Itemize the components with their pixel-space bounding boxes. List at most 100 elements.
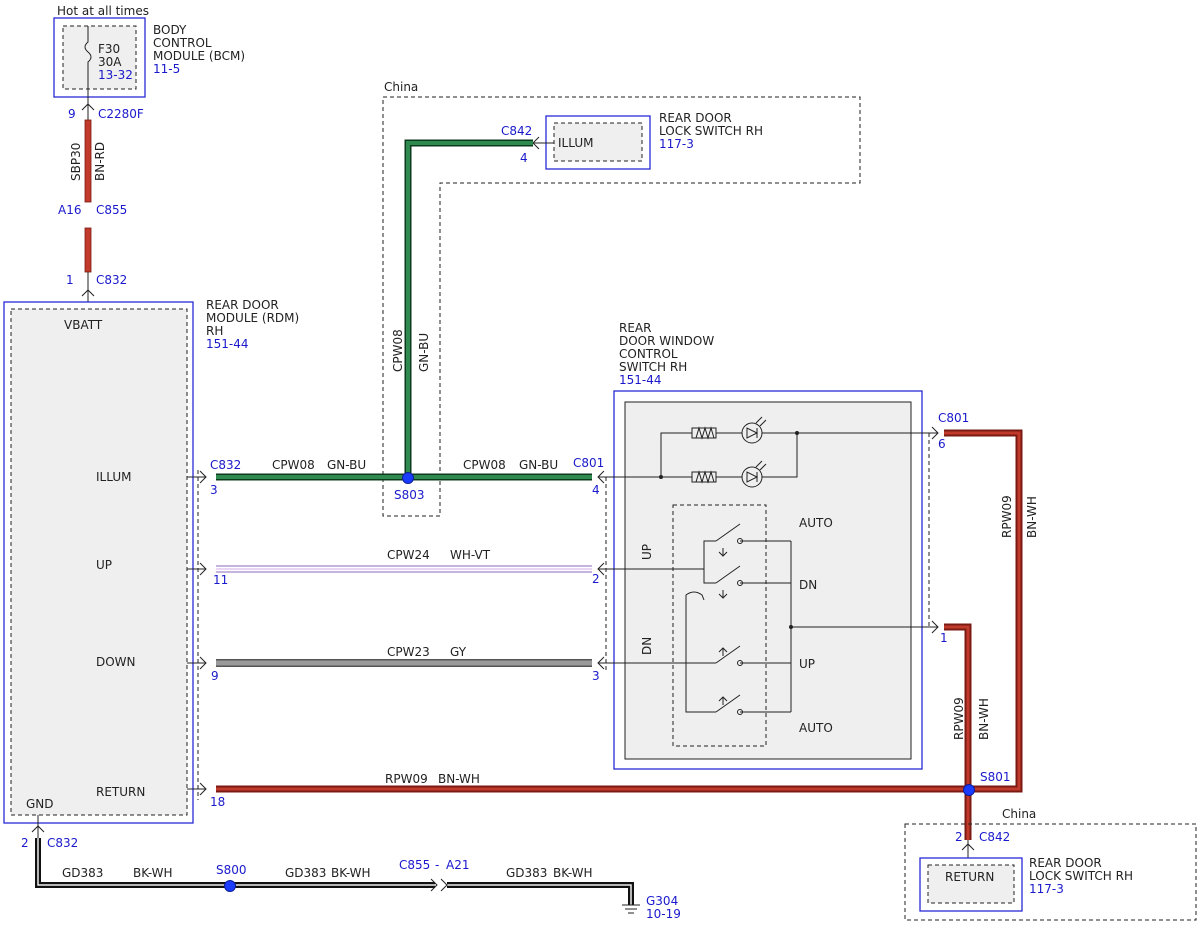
switch-up-right-label: UP bbox=[799, 657, 815, 671]
lock-switch-bottom-box bbox=[919, 857, 1023, 912]
illum-right-color: GN-BU bbox=[519, 458, 558, 472]
bcm-inner-box bbox=[62, 25, 137, 90]
rpw09-right-wire bbox=[944, 431, 1021, 791]
up-circuit: CPW24 bbox=[387, 548, 430, 562]
switch-auto-top-label: AUTO bbox=[799, 516, 833, 530]
power-wire-segment-1 bbox=[84, 119, 92, 203]
rdm-pin-down: DOWN bbox=[96, 655, 136, 669]
illum-left-pin: 3 bbox=[210, 483, 218, 497]
rdm-pin-vbatt: VBATT bbox=[64, 318, 103, 332]
lock-switch-top-ref: 117-3 bbox=[659, 137, 694, 151]
window-switch-contacts-box bbox=[672, 504, 767, 747]
resistor-2 bbox=[691, 470, 717, 484]
c832-vbatt-connector: C832 bbox=[96, 273, 127, 287]
lock-switch-bottom-ref: 117-3 bbox=[1029, 882, 1064, 896]
c801-down-arrow bbox=[597, 656, 613, 670]
rdm-inner-box bbox=[10, 308, 188, 816]
hot-at-all-times-label: Hot at all times bbox=[57, 4, 149, 18]
switch-dn-right-label: DN bbox=[799, 578, 817, 592]
lock-switch-top-pin-label: ILLUM bbox=[558, 136, 593, 150]
c801-up-arrow bbox=[597, 562, 613, 576]
rdm-pin-up: UP bbox=[96, 558, 112, 572]
c801-illum-pin: 4 bbox=[592, 483, 600, 497]
window-switch-name-2: DOOR WINDOW bbox=[619, 334, 714, 348]
window-switch-name-1: REAR bbox=[619, 321, 651, 335]
fuse-rating: 30A bbox=[98, 55, 122, 69]
cpw08-vertical-circuit: CPW08 bbox=[391, 329, 405, 372]
bcm-name-2: CONTROL bbox=[153, 36, 212, 50]
rpw09-right-circuit: RPW09 bbox=[1000, 495, 1014, 538]
bcm-module-box bbox=[53, 17, 146, 98]
power-wire-color: BN-RD bbox=[93, 142, 107, 181]
china-bottom-label: China bbox=[1002, 807, 1036, 821]
switch-auto-bottom-label: AUTO bbox=[799, 721, 833, 735]
bcm-name-1: BODY bbox=[153, 23, 187, 37]
c842-top-pin: 4 bbox=[520, 151, 528, 165]
up-color: WH-VT bbox=[450, 548, 491, 562]
bcm-name-3: MODULE (BCM) bbox=[153, 49, 245, 63]
up-connector-arrow bbox=[187, 562, 207, 576]
gd383-seg1-color: BK-WH bbox=[133, 866, 173, 880]
splice-s803-label: S803 bbox=[394, 488, 425, 502]
illum-right-circuit: CPW08 bbox=[463, 458, 506, 472]
bcm-connector: C2280F bbox=[98, 107, 144, 121]
window-switch-box bbox=[613, 390, 923, 770]
lock-switch-bottom-name-2: LOCK SWITCH RH bbox=[1029, 869, 1133, 883]
ground-symbol bbox=[622, 904, 640, 914]
ground-id: G304 bbox=[646, 894, 678, 908]
up-right-pin: 2 bbox=[592, 572, 600, 586]
c801-pin6-arrow bbox=[922, 426, 939, 440]
rdm-pin-return: RETURN bbox=[96, 785, 145, 799]
c842-bottom-pin: 2 bbox=[955, 830, 963, 844]
return-circuit: RPW09 bbox=[385, 772, 428, 786]
rdm-pin-gnd: GND bbox=[26, 797, 54, 811]
c855-bottom-connector: C855 bbox=[399, 858, 430, 872]
c801-illum-arrow bbox=[597, 470, 613, 484]
lock-switch-top-name-2: LOCK SWITCH RH bbox=[659, 124, 763, 138]
rdm-module-box bbox=[3, 301, 194, 824]
lock-switch-bottom-name-1: REAR DOOR bbox=[1029, 856, 1102, 870]
c855-a21-arrow bbox=[430, 878, 448, 892]
window-switch-ref: 151-44 bbox=[619, 373, 662, 387]
cpw08-vertical-wire-outline bbox=[404, 139, 533, 477]
c801-pin1: 1 bbox=[940, 631, 948, 645]
cpw08-vertical-color: GN-BU bbox=[417, 333, 431, 372]
return-connector-arrow bbox=[187, 782, 207, 796]
rdm-pin-illum: ILLUM bbox=[96, 470, 131, 484]
splice-s803 bbox=[402, 472, 414, 484]
bcm-ref: 11-5 bbox=[153, 62, 180, 76]
down-right-pin: 3 bbox=[592, 669, 600, 683]
rdm-name-1: REAR DOOR bbox=[206, 298, 279, 312]
illum-left-color: GN-BU bbox=[327, 458, 366, 472]
c842-top-connector: C842 bbox=[501, 124, 532, 138]
illum-left-circuit: CPW08 bbox=[272, 458, 315, 472]
c801-top-pin: 6 bbox=[938, 437, 946, 451]
china-top-region bbox=[382, 96, 861, 517]
rdm-name-2: MODULE (RDM) bbox=[206, 311, 299, 325]
c855-top-pin: A16 bbox=[58, 203, 81, 217]
rpw09-mid-wire bbox=[944, 625, 970, 840]
rdm-ref: 151-44 bbox=[206, 337, 249, 351]
gnd-connector: C832 bbox=[47, 836, 78, 850]
lock-switch-bottom-pin-label: RETURN bbox=[945, 870, 994, 884]
c801-top-connector: C801 bbox=[938, 411, 969, 425]
power-wire-circuit: SBP30 bbox=[69, 143, 83, 181]
return-color: BN-WH bbox=[438, 772, 480, 786]
lamp-led-1 bbox=[741, 422, 763, 444]
fuse-ref: 13-32 bbox=[98, 68, 133, 82]
switch-dn-label: DN bbox=[640, 637, 654, 655]
fuse-name: F30 bbox=[98, 42, 120, 56]
c855-top-connector: C855 bbox=[96, 203, 127, 217]
china-top-label: China bbox=[384, 80, 418, 94]
rpw09-right-color: BN-WH bbox=[1025, 496, 1039, 538]
window-switch-name-3: CONTROL bbox=[619, 347, 678, 361]
down-circuit: CPW23 bbox=[387, 645, 430, 659]
c842-bottom-connector: C842 bbox=[979, 830, 1010, 844]
illum-left-connector: C832 bbox=[210, 458, 241, 472]
window-switch-contacts bbox=[613, 523, 929, 715]
window-switch-illumination bbox=[613, 416, 929, 488]
lamp-led-2 bbox=[741, 466, 763, 488]
up-left-pin: 11 bbox=[213, 573, 228, 587]
c855-bottom-sep: - bbox=[435, 858, 439, 872]
gd383-wire-3 bbox=[447, 882, 634, 905]
